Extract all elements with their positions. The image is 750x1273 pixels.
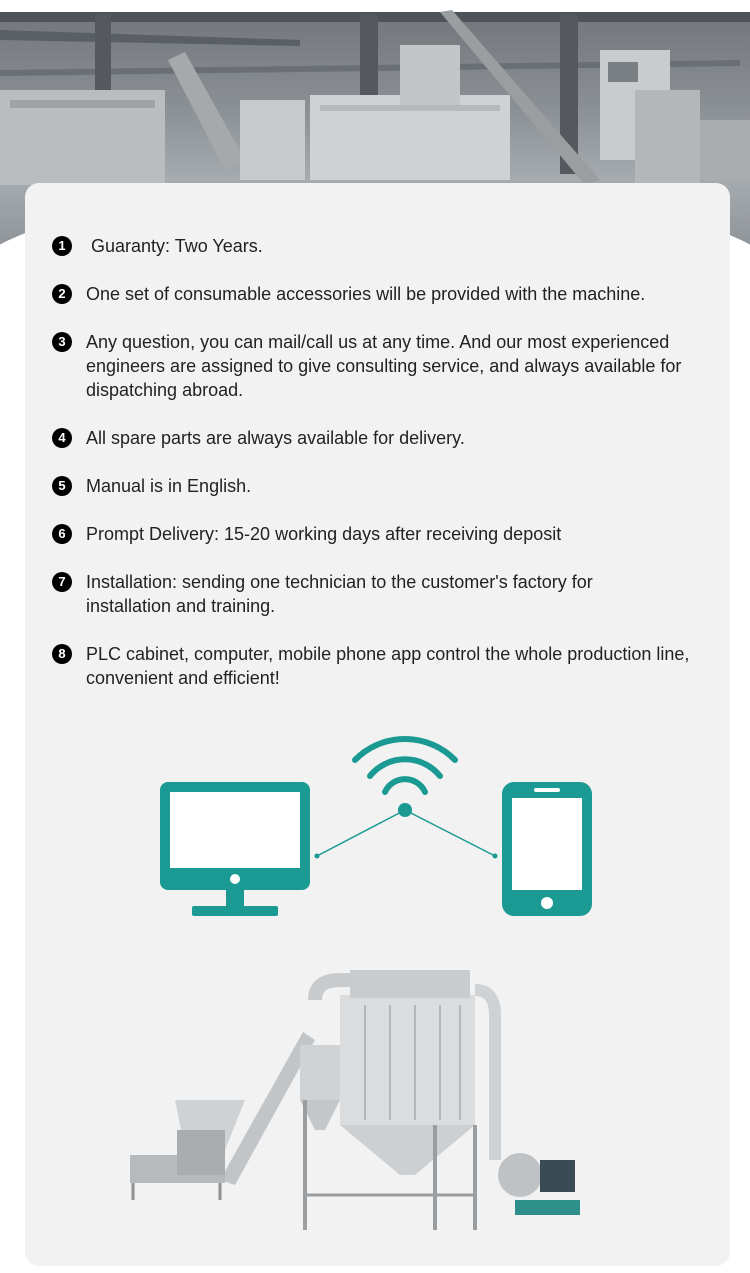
number-badge: 8 — [52, 644, 72, 664]
list-item: 8 PLC cabinet, computer, mobile phone ap… — [52, 642, 732, 690]
pulverizer-machine-image — [130, 970, 580, 1230]
computer-monitor-icon — [160, 782, 310, 916]
number-badge: 5 — [52, 476, 72, 496]
mobile-phone-icon — [502, 782, 592, 916]
number-badge: 1 — [52, 236, 72, 256]
list-item: 5 Manual is in English. — [52, 474, 732, 498]
number-badge: 3 — [52, 332, 72, 352]
list-item: 1 Guaranty: Two Years. — [52, 234, 732, 258]
feature-text: PLC cabinet, computer, mobile phone app … — [86, 644, 690, 688]
number-badge: 2 — [52, 284, 72, 304]
feature-text: All spare parts are always available for… — [86, 428, 465, 448]
number-badge: 6 — [52, 524, 72, 544]
feature-text: Guaranty: Two Years. — [86, 236, 263, 256]
connectivity-illustration — [160, 735, 592, 916]
wifi-icon — [314, 735, 498, 859]
list-item: 6 Prompt Delivery: 15-20 working days af… — [52, 522, 732, 546]
service-feature-list: 1 Guaranty: Two Years. 2 One set of cons… — [52, 234, 732, 714]
feature-text: Installation: sending one technician to … — [86, 572, 593, 616]
feature-text: Any question, you can mail/call us at an… — [86, 332, 682, 400]
number-badge: 7 — [52, 572, 72, 592]
factory-machinery-illustration — [0, 0, 750, 185]
feature-text: Manual is in English. — [86, 476, 252, 496]
list-item: 7 Installation: sending one technician t… — [52, 570, 732, 618]
list-item: 4 All spare parts are always available f… — [52, 426, 732, 450]
feature-text: One set of consumable accessories will b… — [86, 284, 646, 304]
feature-text: Prompt Delivery: 15-20 working days afte… — [86, 524, 562, 544]
list-item: 3 Any question, you can mail/call us at … — [52, 330, 732, 402]
list-item: 2 One set of consumable accessories will… — [52, 282, 732, 306]
number-badge: 4 — [52, 428, 72, 448]
